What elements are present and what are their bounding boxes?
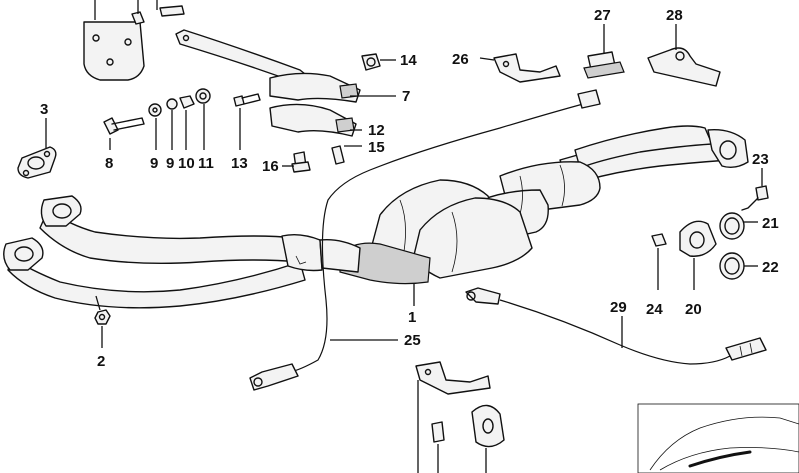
part-10-nut[interactable] [179,95,195,109]
part-20-flange[interactable] [679,220,717,257]
front-pipe-assembly[interactable] [3,195,323,309]
label-9a[interactable]: 9 [150,155,158,172]
label-8[interactable]: 8 [105,155,113,172]
label-21[interactable]: 21 [762,215,779,232]
label-13[interactable]: 13 [231,155,248,172]
part-25-oxygen-sensor-front[interactable] [249,89,601,391]
label-3[interactable]: 3 [40,101,48,118]
part-9-washer-a[interactable] [148,103,162,117]
part-12-clamp-lower[interactable] [269,103,357,137]
part-29-oxygen-sensor-rear[interactable] [465,287,767,365]
part-8-bolt[interactable] [103,117,145,135]
part-23-bolt[interactable] [741,185,769,211]
label-25[interactable]: 25 [404,332,421,349]
part-28-hanger[interactable] [647,47,721,87]
part-14-bushing[interactable] [361,53,381,71]
part-22-seal-ring[interactable] [719,252,745,280]
label-29[interactable]: 29 [610,299,627,316]
label-23[interactable]: 23 [752,151,769,168]
part-1-catalytic-converter[interactable] [319,125,749,285]
part-11-spacer[interactable] [195,88,211,104]
label-20[interactable]: 20 [685,301,702,318]
label-12[interactable]: 12 [368,122,385,139]
label-10[interactable]: 10 [178,155,195,172]
part-7-hanger-bracket[interactable] [175,29,361,103]
part-2-nut[interactable] [94,309,111,325]
label-26[interactable]: 26 [452,51,469,68]
label-11[interactable]: 11 [198,155,214,172]
label-9b[interactable]: 9 [166,155,174,172]
part-16-bolt[interactable] [291,151,311,173]
part-9-washer-b[interactable] [166,98,178,110]
car-locator-thumbnail [637,403,799,473]
label-2[interactable]: 2 [97,353,105,370]
label-27[interactable]: 27 [594,7,611,24]
label-24[interactable]: 24 [646,301,663,318]
bottom-bolt[interactable] [431,421,445,443]
rubber-mount[interactable] [471,404,505,448]
part-27-clip[interactable] [583,51,625,79]
bottom-bracket[interactable] [415,361,491,395]
label-28[interactable]: 28 [666,7,683,24]
label-7[interactable]: 7 [402,88,410,105]
label-1[interactable]: 1 [408,309,416,326]
part-15-bolt[interactable] [331,145,345,165]
part-24-nut[interactable] [651,233,667,247]
label-15[interactable]: 15 [368,139,385,156]
part-3-gasket[interactable] [17,146,57,179]
part-21-seal-ring[interactable] [719,212,745,240]
part-26-bracket[interactable] [493,53,561,83]
label-14[interactable]: 14 [400,52,417,69]
callout-labels: 1 2 3 7 8 9 9 10 11 12 13 14 15 16 20 21… [40,7,779,370]
part-13-bolt[interactable] [233,93,261,107]
label-22[interactable]: 22 [762,259,779,276]
support-bracket-left[interactable] [83,5,185,81]
label-16[interactable]: 16 [262,158,279,175]
leader-lines [45,0,763,473]
